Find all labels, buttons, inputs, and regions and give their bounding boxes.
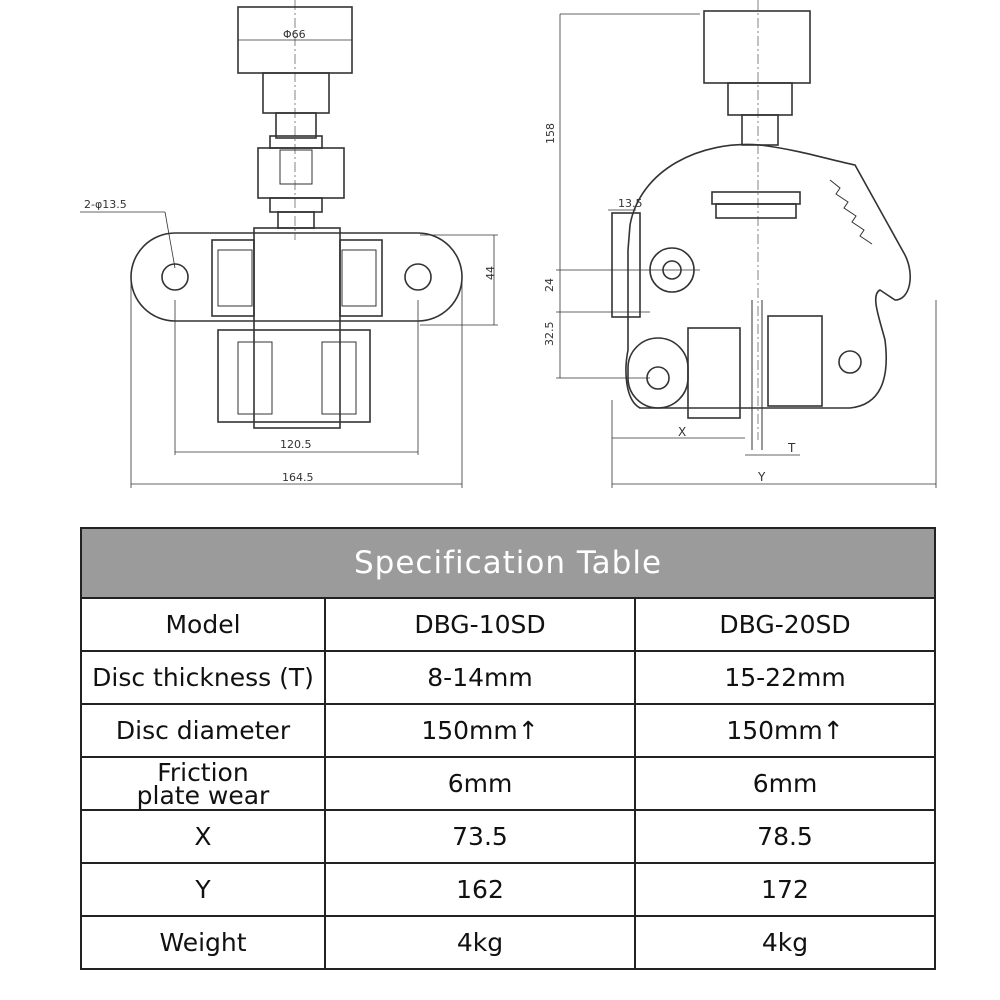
technical-drawing: Φ66 2-φ13.5 44 120.5 164.5: [80, 0, 937, 488]
dim-x: X: [678, 425, 686, 439]
table-title: Specification Table: [79, 527, 937, 599]
specification-table: Specification Table Model DBG-10SD DBG-2…: [79, 527, 937, 970]
row-value: 6mm: [633, 756, 937, 811]
side-housing: [625, 143, 911, 409]
dim-height: 44: [484, 266, 497, 280]
table-header-row: Model DBG-10SD DBG-20SD: [80, 597, 937, 652]
front-caliper-base: [217, 329, 371, 423]
row-label: Disc thickness (T): [80, 650, 326, 705]
header-model-2: DBG-20SD: [633, 597, 937, 652]
front-left-hole: [161, 263, 189, 291]
dim-holes: 2-φ13.5: [84, 198, 127, 211]
table-row: X 73.5 78.5: [80, 809, 937, 864]
front-central-body: [253, 227, 341, 429]
dim-mid: 24: [543, 278, 556, 292]
table-row: Y 162 172: [80, 862, 937, 917]
front-right-hole: [404, 263, 432, 291]
dim-inner-width: 120.5: [280, 438, 312, 451]
row-value: 73.5: [324, 809, 636, 864]
side-view: [556, 0, 937, 488]
side-lower-left-pivot: [646, 366, 670, 390]
dim-y: Y: [757, 470, 766, 484]
dim-lower: 32.5: [543, 322, 556, 347]
row-value: 150mm↑: [633, 703, 937, 758]
header-model: Model: [80, 597, 326, 652]
side-right-pad: [767, 315, 823, 407]
row-value: 150mm↑: [324, 703, 636, 758]
row-value: 4kg: [324, 915, 636, 970]
front-nut: [257, 147, 345, 199]
row-value: 6mm: [324, 756, 636, 811]
row-value: 15-22mm: [633, 650, 937, 705]
dim-total-height: 158: [544, 123, 557, 144]
table-row: Weight 4kg 4kg: [80, 915, 937, 970]
dim-offset: 13.5: [618, 197, 643, 210]
row-value: 4kg: [633, 915, 937, 970]
row-value: 162: [324, 862, 636, 917]
table-row: Disc diameter 150mm↑ 150mm↑: [80, 703, 937, 758]
row-value: 172: [633, 862, 937, 917]
table-row: Disc thickness (T) 8-14mm 15-22mm: [80, 650, 937, 705]
row-value: 78.5: [633, 809, 937, 864]
row-value: 8-14mm: [324, 650, 636, 705]
side-mount-plate: [611, 212, 641, 318]
row-label: Disc diameter: [80, 703, 326, 758]
row-label: Y: [80, 862, 326, 917]
dim-t: T: [787, 441, 796, 455]
front-stem: [262, 72, 330, 114]
front-lug-plate: [130, 232, 463, 322]
side-top-cap: [703, 10, 811, 84]
front-view: [80, 0, 498, 488]
dim-outer-width: 164.5: [282, 471, 314, 484]
table-row: Friction plate wear 6mm 6mm: [80, 756, 937, 811]
row-label: X: [80, 809, 326, 864]
row-label: Weight: [80, 915, 326, 970]
dim-top-diameter: Φ66: [283, 28, 306, 41]
row-label: Friction plate wear: [80, 756, 326, 811]
side-left-pad: [687, 327, 741, 419]
header-model-1: DBG-10SD: [324, 597, 636, 652]
side-lower-right-pivot: [838, 350, 862, 374]
